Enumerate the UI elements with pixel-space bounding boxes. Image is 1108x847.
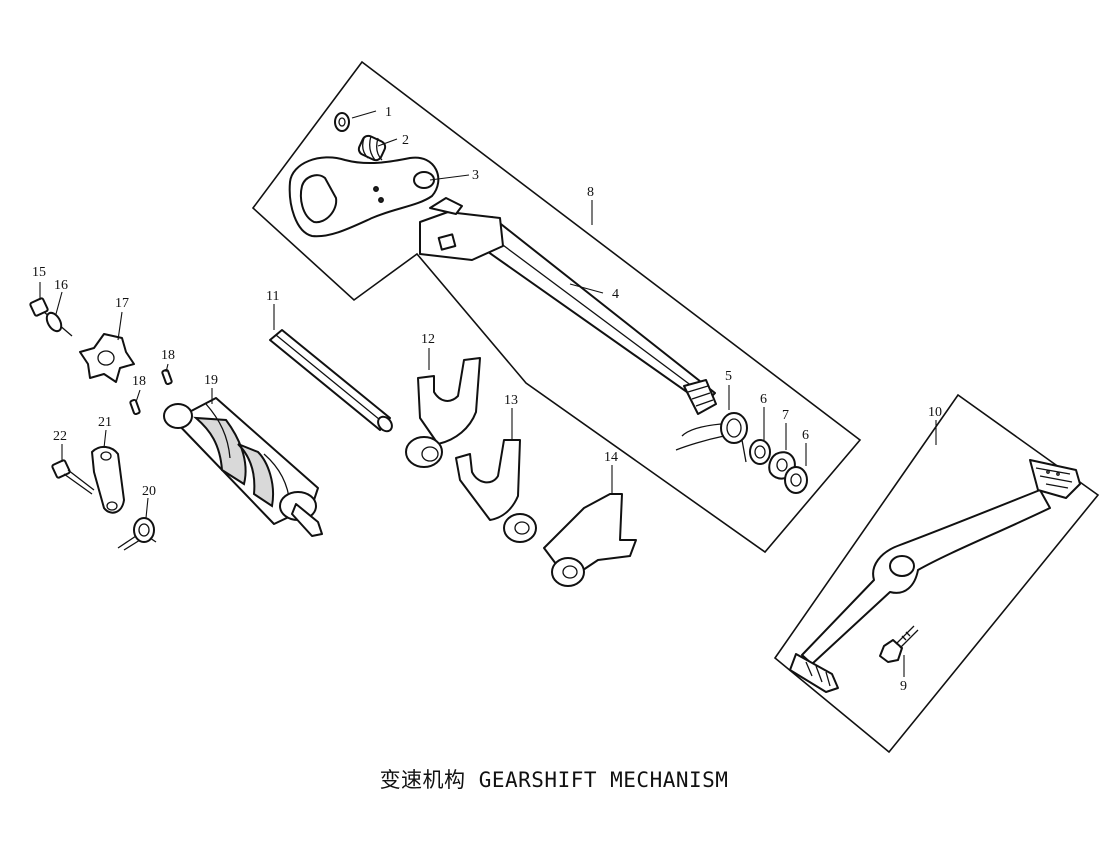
part-14-shift-fork — [543, 493, 637, 587]
part-13-shift-fork — [455, 439, 537, 543]
pedal-assembly-frame — [773, 393, 1100, 754]
callout-21: 21 — [98, 415, 112, 430]
callout-15: 15 — [32, 265, 46, 280]
callout-13: 13 — [504, 393, 518, 408]
part-18-pin — [161, 368, 173, 386]
part-6-washer — [749, 439, 771, 465]
callout-6b: 6 — [802, 428, 809, 443]
callout-2: 2 — [402, 133, 409, 148]
part-11-fork-shaft — [269, 329, 393, 433]
part-19-shift-drum — [163, 397, 323, 537]
callout-8: 8 — [587, 185, 594, 200]
callout-14: 14 — [604, 450, 618, 465]
callout-3: 3 — [472, 168, 479, 183]
part-16-washer — [45, 311, 63, 333]
part-22-bolt — [51, 459, 95, 495]
diagram-caption: 变速机构 GEARSHIFT MECHANISM — [379, 768, 729, 792]
callout-9: 9 — [900, 679, 907, 694]
callout-11: 11 — [266, 289, 279, 304]
part-6b-washer — [784, 466, 808, 494]
callout-5: 5 — [725, 369, 732, 384]
callout-22: 22 — [53, 429, 67, 444]
part-2-spring — [357, 134, 387, 162]
callout-19: 19 — [204, 373, 218, 388]
callout-16: 16 — [54, 278, 68, 293]
callout-10: 10 — [928, 405, 942, 420]
callout-6: 6 — [760, 392, 767, 407]
callout-17: 17 — [115, 296, 129, 311]
part-5-return-spring — [675, 412, 748, 463]
part-9-pedal-bolt — [879, 625, 919, 663]
part-4-shift-shaft — [419, 197, 717, 415]
callout-7: 7 — [782, 408, 789, 423]
part-17-star-cam-plate — [79, 333, 135, 383]
part-20-stopper-spring — [117, 517, 157, 551]
part-3-shift-arm-plate — [288, 156, 440, 238]
callout-1: 1 — [385, 105, 392, 120]
shaft-assembly-frame — [251, 60, 862, 554]
leader-lines — [39, 110, 937, 677]
part-12-shift-fork — [405, 357, 481, 468]
part-18b-pin — [129, 398, 141, 416]
callout-12: 12 — [421, 332, 435, 347]
part-10-gearshift-pedal — [789, 459, 1081, 693]
callout-4: 4 — [612, 287, 619, 302]
callout-20: 20 — [142, 484, 156, 499]
callout-18b: 18 — [132, 374, 146, 389]
part-21-stopper-arm — [91, 446, 125, 514]
callout-18: 18 — [161, 348, 175, 363]
part-1-washer — [334, 112, 350, 132]
